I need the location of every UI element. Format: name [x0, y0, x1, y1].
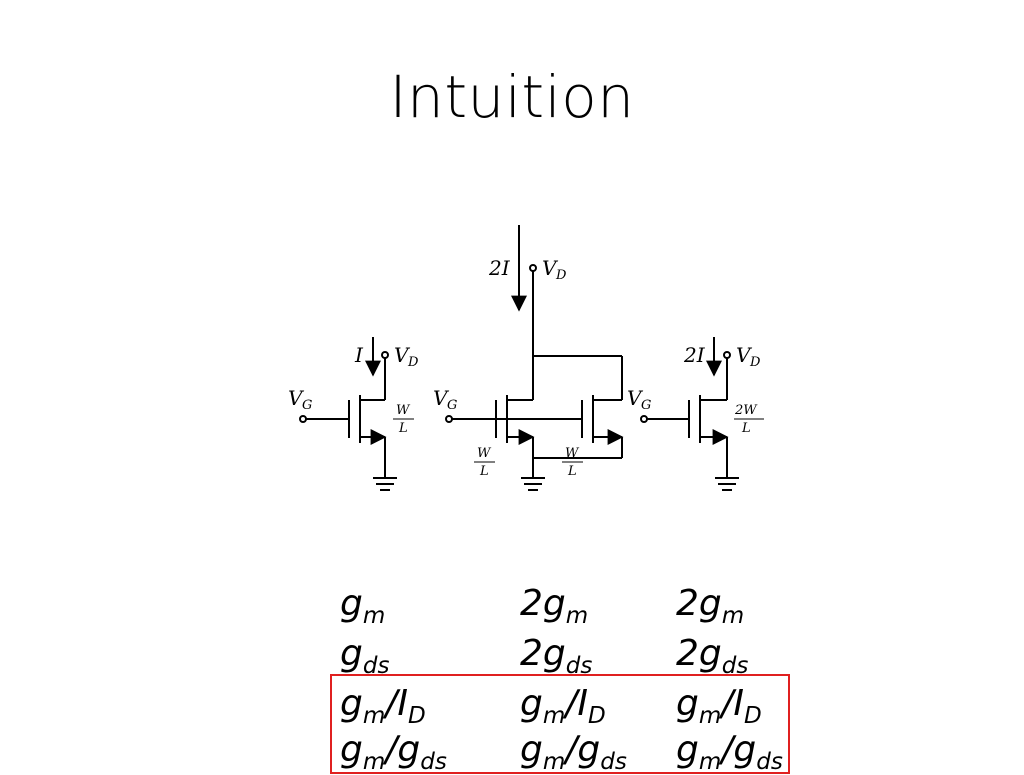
left-gate-label: V: [288, 386, 305, 410]
cell-base: 2g: [520, 583, 566, 624]
cell-subscript: ds: [721, 653, 749, 679]
table-cell-col2-row4: gm/gds: [520, 729, 627, 774]
cell-base: g: [340, 683, 363, 724]
cell-base: 2g: [520, 633, 566, 674]
right-size-num: 2W: [734, 403, 758, 418]
cell-base: g: [676, 729, 699, 770]
middle-drain-sub: D: [555, 268, 567, 283]
middle-size2-num: W: [565, 446, 580, 461]
cell-base: g: [676, 683, 699, 724]
table-cell-col1-row2: gds: [340, 633, 389, 678]
table-cell-col1-row1: gm: [340, 583, 385, 628]
table-cell-col1-row3: gm/ID: [340, 683, 426, 728]
left-gate-sub: G: [302, 398, 312, 413]
middle-nmos-pair: [445, 225, 624, 491]
right-drain-sub: D: [749, 355, 761, 370]
right-nmos: [640, 337, 739, 491]
table-cell-col1-row4: gm/gds: [340, 729, 447, 774]
middle-drain-label: V: [542, 256, 559, 280]
cell-subscript: m: [698, 703, 722, 729]
left-drain-sub: D: [407, 355, 419, 370]
cell-subscript: ds: [565, 653, 593, 679]
middle-gate-label: V: [433, 386, 450, 410]
cell-base: 2g: [676, 583, 722, 624]
cell-base: g: [340, 729, 363, 770]
cell-subscript: ds: [362, 653, 390, 679]
right-current-label: 2I: [683, 343, 706, 367]
cell-base: g: [520, 683, 543, 724]
cell-tail: /g: [385, 729, 421, 770]
cell-subscript: m: [721, 603, 745, 629]
middle-size1-num: W: [477, 446, 492, 461]
middle-size1-den: L: [479, 464, 489, 479]
cell-subscript: m: [362, 603, 386, 629]
middle-gate-sub: G: [447, 398, 457, 413]
right-gate-label: V: [627, 386, 644, 410]
table-cell-col3-row3: gm/ID: [676, 683, 762, 728]
cell-tail: /g: [565, 729, 601, 770]
table-cell-col2-row3: gm/ID: [520, 683, 606, 728]
left-size-den: L: [398, 421, 408, 436]
right-size-den: L: [741, 421, 751, 436]
table-cell-col3-row2: 2gds: [676, 633, 748, 678]
left-drain-label: V: [394, 343, 411, 367]
table-cell-col2-row2: 2gds: [520, 633, 592, 678]
right-gate-sub: G: [641, 398, 651, 413]
left-nmos: [299, 337, 397, 491]
cell-tail-subscript: D: [408, 703, 426, 729]
table-cell-col3-row1: 2gm: [676, 583, 744, 628]
highlight-box: [330, 674, 790, 774]
cell-subscript: m: [565, 603, 589, 629]
left-current-label: I: [354, 343, 364, 367]
cell-subscript: m: [542, 703, 566, 729]
cell-subscript: m: [362, 703, 386, 729]
table-cell-col2-row1: 2gm: [520, 583, 588, 628]
middle-size2-den: L: [567, 464, 577, 479]
left-size-num: W: [396, 403, 411, 418]
cell-tail: /I: [721, 683, 745, 724]
cell-base: g: [340, 583, 363, 624]
slide-title: Intuition: [389, 63, 635, 131]
cell-base: g: [520, 729, 543, 770]
right-drain-label: V: [736, 343, 753, 367]
cell-base: 2g: [676, 633, 722, 674]
cell-tail: /I: [565, 683, 589, 724]
middle-current-label: 2I: [488, 256, 511, 280]
cell-tail: /I: [385, 683, 409, 724]
cell-tail: /g: [721, 729, 757, 770]
cell-base: g: [340, 633, 363, 674]
cell-tail-subscript: D: [588, 703, 606, 729]
cell-tail-subscript: D: [744, 703, 762, 729]
